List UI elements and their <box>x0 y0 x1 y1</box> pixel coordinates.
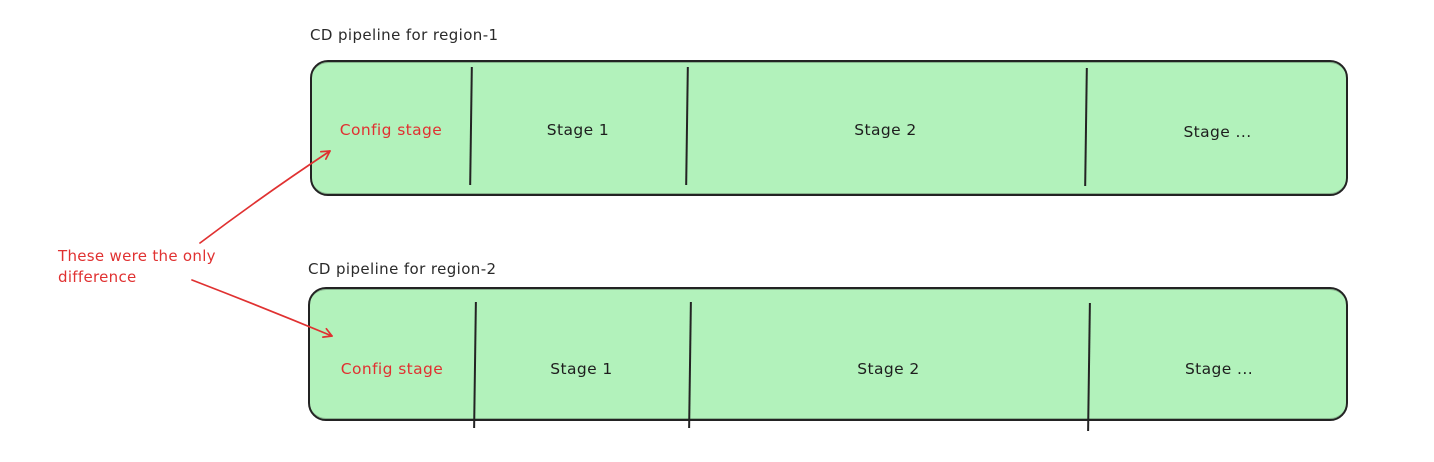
pipeline-1-title: CD pipeline for region-1 <box>310 26 499 44</box>
pipeline-2-stage-config: Config stage <box>340 360 444 378</box>
pipeline-1-box: Config stage Stage 1 Stage 2 Stage ... <box>310 60 1348 196</box>
pipeline-2-stage-2: Stage 2 <box>857 360 920 378</box>
pipeline-1-stage-more: Stage ... <box>1183 123 1252 141</box>
annotation-line-1: These were the only <box>58 247 216 265</box>
pipeline-1-stage-2: Stage 2 <box>854 121 917 139</box>
pipeline-2-stage-more: Stage ... <box>1184 360 1254 378</box>
pipeline-2-box: Config stage Stage 1 Stage 2 Stage ... <box>308 287 1348 432</box>
pipeline-2-stage-1: Stage 1 <box>550 360 613 378</box>
pipeline-2-title: CD pipeline for region-2 <box>308 260 497 278</box>
annotation-difference-note: These were the only difference <box>58 246 216 288</box>
annotation-line-2: difference <box>58 268 137 286</box>
pipeline-1-stage-1: Stage 1 <box>546 121 610 139</box>
pipeline-1-stage-config: Config stage <box>339 121 443 139</box>
